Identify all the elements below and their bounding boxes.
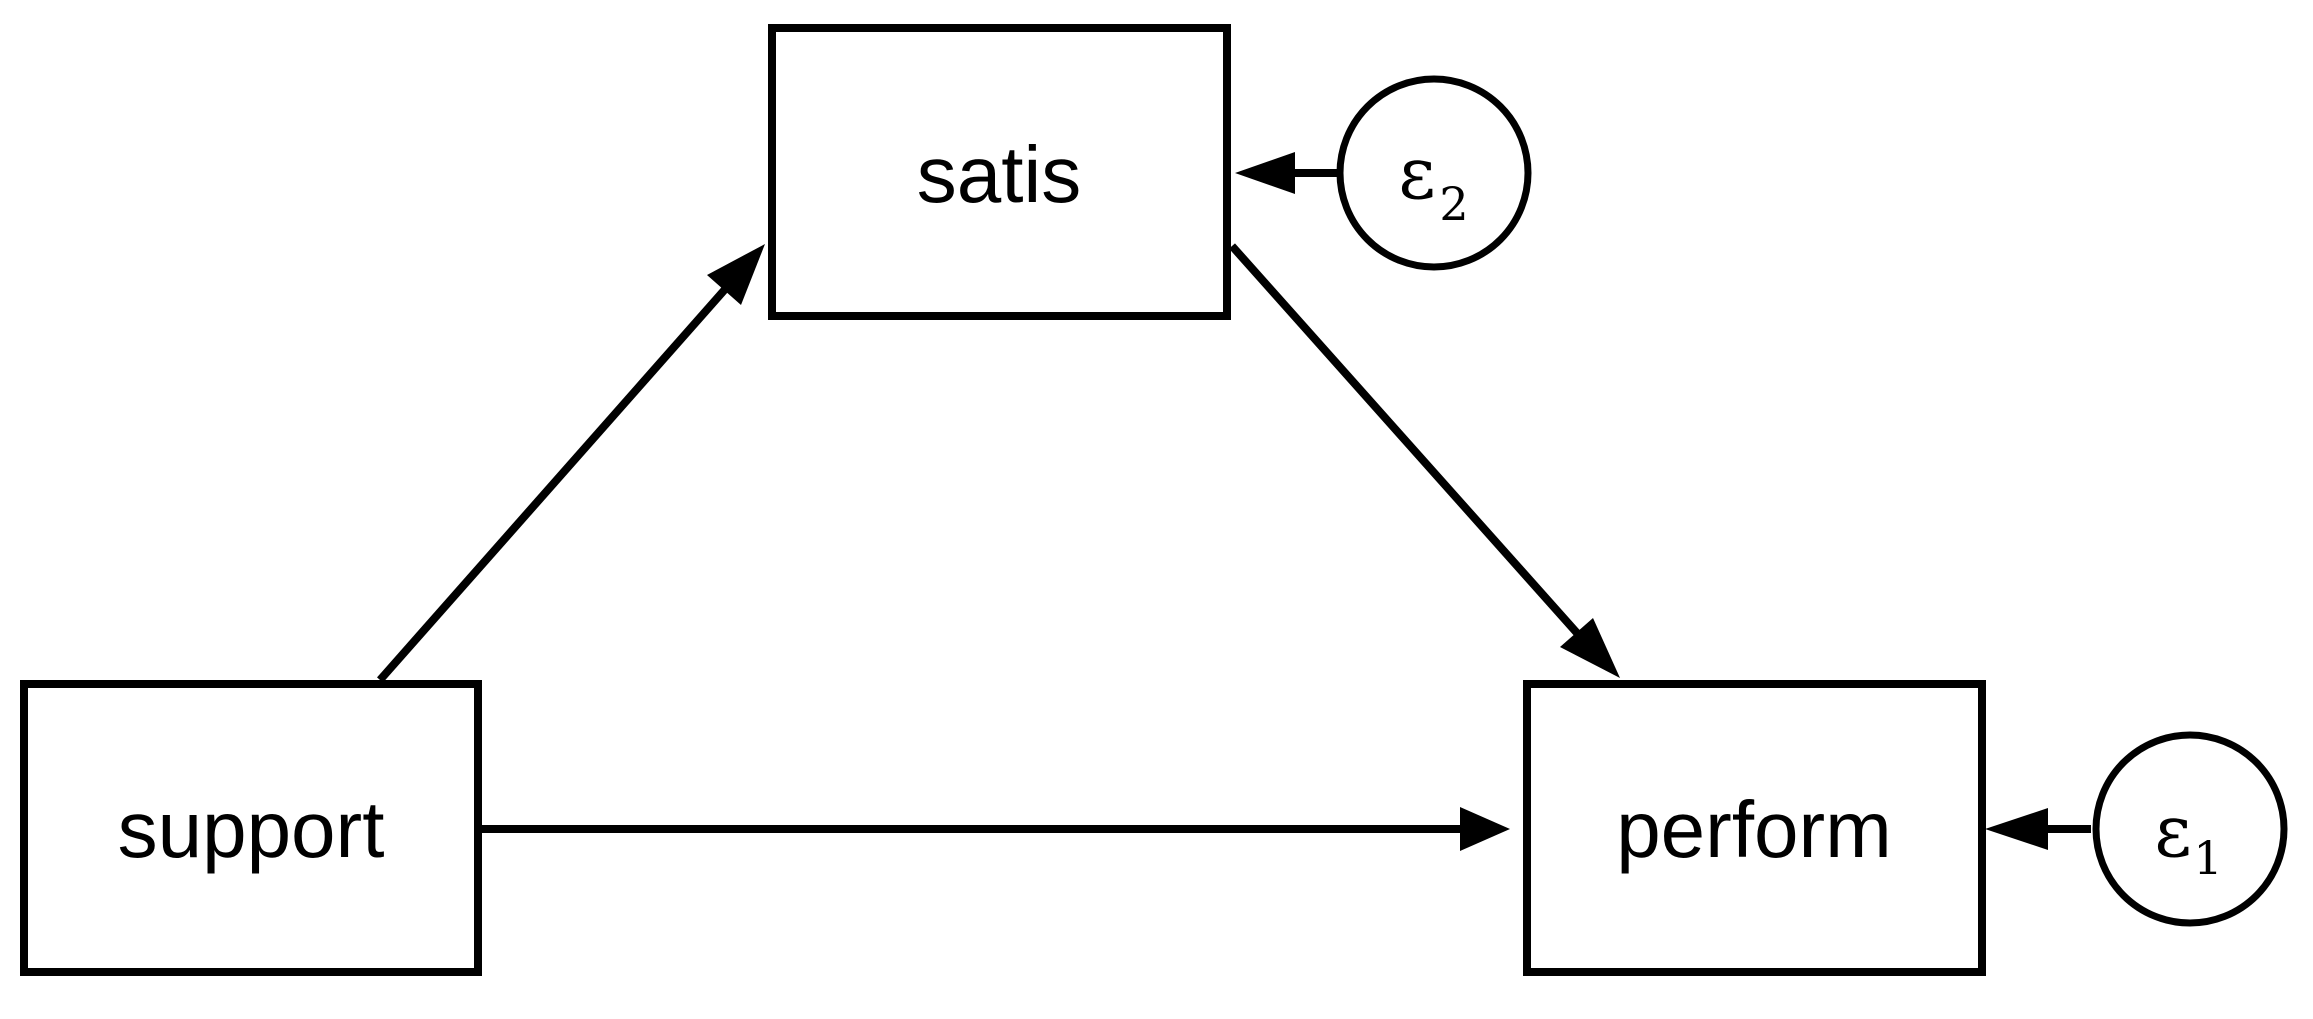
edge-satis-to-perform bbox=[1229, 243, 1588, 645]
node-satis: satis bbox=[768, 24, 1231, 320]
node-support-box bbox=[20, 680, 482, 976]
node-support: support bbox=[20, 680, 482, 976]
edge-support-to-satis bbox=[377, 275, 738, 683]
arrowhead-e1-to-perform bbox=[1985, 808, 2048, 850]
node-perform-box bbox=[1523, 680, 1986, 976]
error-e2-subscript: 2 bbox=[1439, 177, 1468, 231]
error-e2-circle bbox=[1336, 75, 1532, 271]
node-support-label: support bbox=[118, 785, 385, 874]
arrowhead-e2-to-satis bbox=[1235, 152, 1295, 194]
arrowhead-support-to-satis bbox=[707, 244, 765, 305]
error-e2: ε 2 bbox=[1336, 75, 1532, 271]
error-e1: ε 1 bbox=[2092, 731, 2288, 927]
arrowhead-support-to-perform bbox=[1460, 807, 1510, 851]
error-e1-subscript: 1 bbox=[2193, 831, 2222, 885]
node-satis-label: satis bbox=[917, 130, 1082, 219]
node-satis-box bbox=[768, 24, 1231, 320]
error-e1-circle bbox=[2092, 731, 2288, 927]
error-e1-symbol: ε bbox=[2154, 789, 2191, 873]
node-perform: perform bbox=[1523, 680, 1986, 976]
node-perform-label: perform bbox=[1616, 785, 1892, 874]
arrowhead-satis-to-perform bbox=[1560, 618, 1620, 678]
error-e2-symbol: ε bbox=[1398, 131, 1435, 215]
edges bbox=[377, 152, 2091, 851]
